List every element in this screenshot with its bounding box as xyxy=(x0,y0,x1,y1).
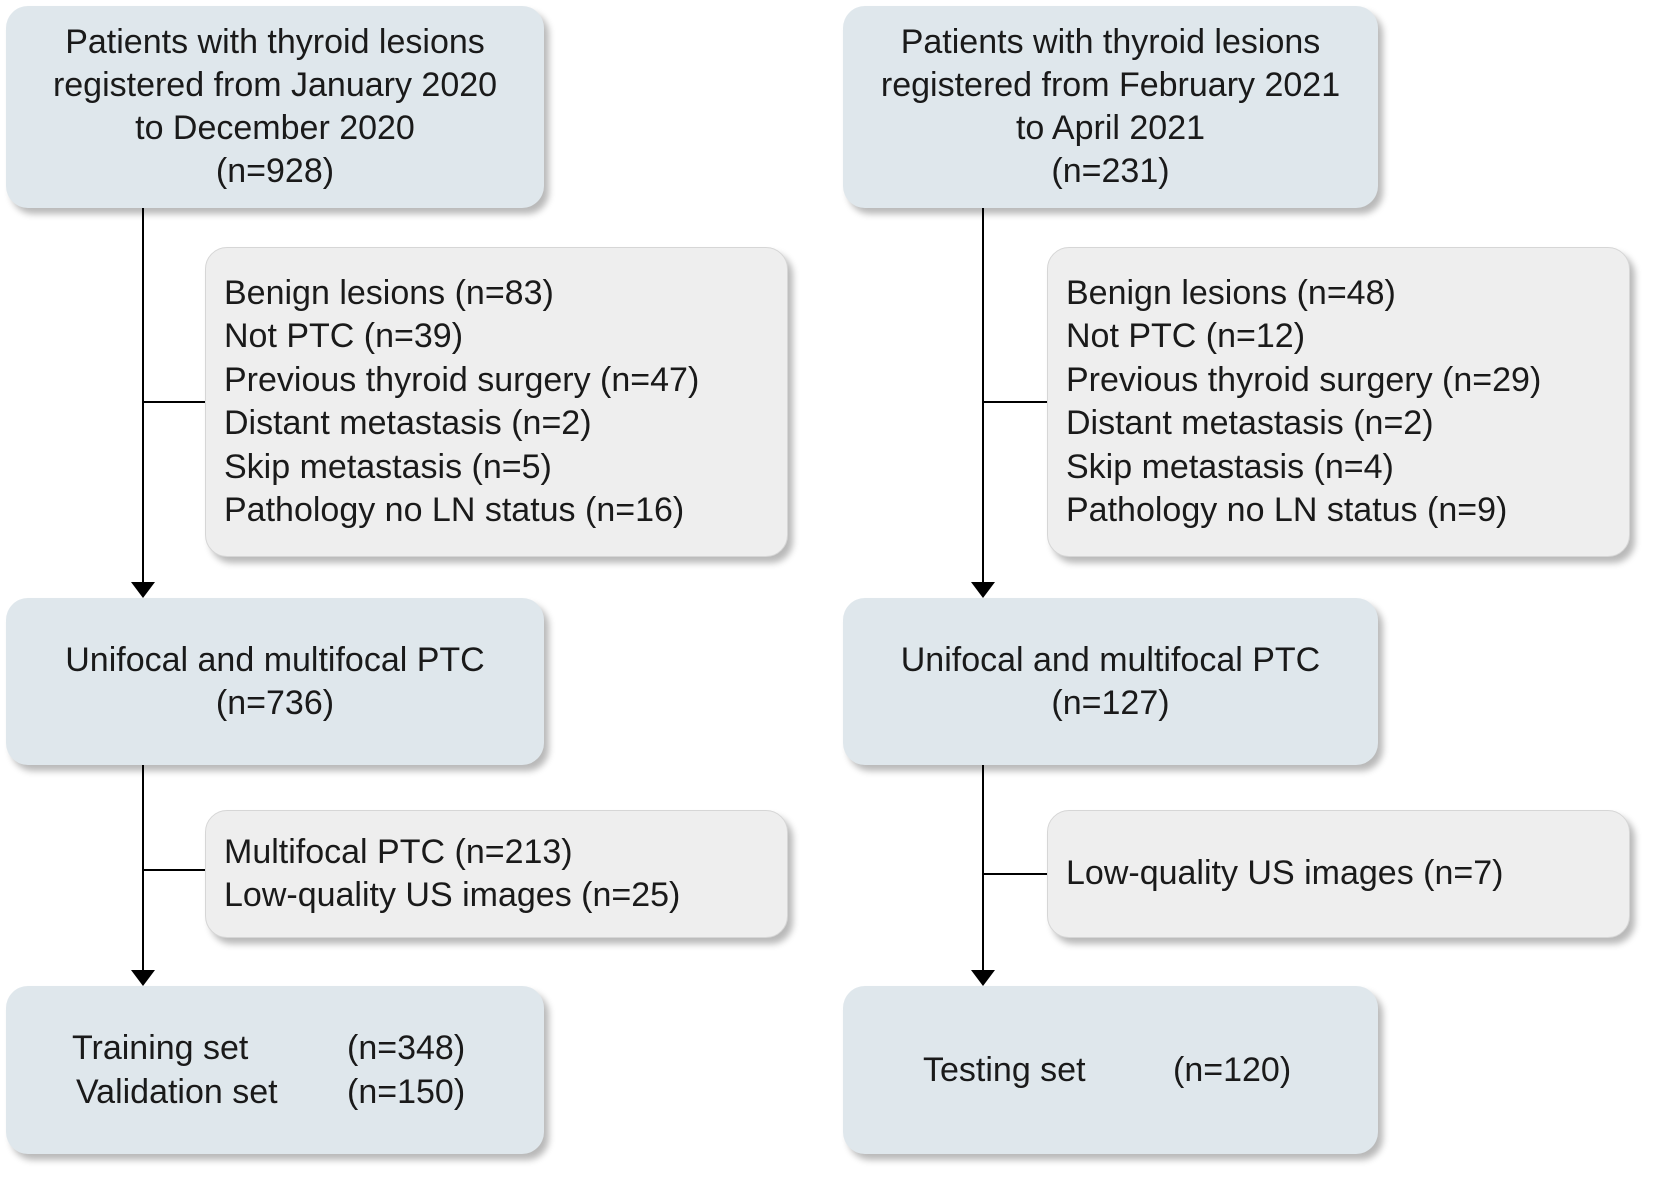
right-source-line: to April 2021 xyxy=(1015,109,1206,147)
right-source-count: (n=231) xyxy=(1051,152,1170,190)
exclusion-item: Low-quality US images (n=7) xyxy=(1066,854,1504,893)
exclusion-item: Skip metastasis (n=5) xyxy=(224,447,552,486)
dataset-row-validation: Validation set (n=150) xyxy=(72,1070,544,1114)
left-ptc-box: Unifocal and multifocal PTC (n=736) xyxy=(6,598,544,765)
left-source-box: Patients with thyroid lesions registered… xyxy=(6,6,544,208)
left-arrowhead-2 xyxy=(131,970,155,986)
dataset-count: (n=150) xyxy=(347,1073,466,1111)
exclusion-item: Previous thyroid surgery (n=29) xyxy=(1066,360,1542,399)
left-dataset-box: Training set (n=348) Validation set (n=1… xyxy=(6,986,544,1154)
left-exclusion-box-1: Benign lesions (n=83) Not PTC (n=39) Pre… xyxy=(205,247,788,557)
exclusion-item: Low-quality US images (n=25) xyxy=(224,876,681,914)
dataset-count: (n=120) xyxy=(1173,1051,1292,1089)
dataset-label: Testing set xyxy=(923,1051,1086,1089)
right-source-line: registered from February 2021 xyxy=(880,66,1341,104)
exclusion-item: Distant metastasis (n=2) xyxy=(1066,404,1434,442)
right-ptc-count: (n=127) xyxy=(1051,683,1170,722)
right-ptc-label: Unifocal and multifocal PTC xyxy=(900,640,1321,679)
left-exclusion-box-2: Multifocal PTC (n=213) Low-quality US im… xyxy=(205,810,788,938)
exclusion-item: Pathology no LN status (n=16) xyxy=(224,491,685,529)
right-source-line: Patients with thyroid lesions xyxy=(900,23,1321,61)
exclusion-item: Benign lesions (n=83) xyxy=(224,273,554,312)
exclusion-item: Previous thyroid surgery (n=47) xyxy=(224,360,700,399)
dataset-row-training: Training set (n=348) xyxy=(72,1026,544,1070)
dataset-row-testing: Testing set (n=120) xyxy=(923,1048,1378,1092)
left-source-line: Patients with thyroid lesions xyxy=(65,23,485,61)
exclusion-item: Not PTC (n=39) xyxy=(224,317,464,355)
right-exclusion-box-1: Benign lesions (n=48) Not PTC (n=12) Pre… xyxy=(1047,247,1630,557)
left-arrowhead-1 xyxy=(131,582,155,598)
right-ptc-box: Unifocal and multifocal PTC (n=127) xyxy=(843,598,1378,765)
exclusion-item: Benign lesions (n=48) xyxy=(1066,273,1396,312)
left-ptc-label: Unifocal and multifocal PTC xyxy=(65,640,485,679)
right-arrowhead-1 xyxy=(971,582,995,598)
right-arrowhead-2 xyxy=(971,970,995,986)
right-exclusion-box-2: Low-quality US images (n=7) xyxy=(1047,810,1630,938)
left-ptc-count: (n=736) xyxy=(215,683,335,722)
left-source-line: registered from January 2020 xyxy=(52,66,498,104)
left-source-line: to December 2020 xyxy=(135,109,415,147)
dataset-label: Validation set xyxy=(76,1073,278,1111)
exclusion-item: Not PTC (n=12) xyxy=(1066,317,1306,355)
left-source-count: (n=928) xyxy=(215,152,335,190)
exclusion-item: Distant metastasis (n=2) xyxy=(224,404,592,442)
dataset-label: Training set xyxy=(72,1029,249,1067)
right-source-box: Patients with thyroid lesions registered… xyxy=(843,6,1378,208)
exclusion-item: Pathology no LN status (n=9) xyxy=(1066,491,1508,529)
exclusion-item: Skip metastasis (n=4) xyxy=(1066,447,1394,486)
exclusion-item: Multifocal PTC (n=213) xyxy=(224,832,573,871)
right-dataset-box: Testing set (n=120) xyxy=(843,986,1378,1154)
dataset-count: (n=348) xyxy=(347,1029,466,1067)
